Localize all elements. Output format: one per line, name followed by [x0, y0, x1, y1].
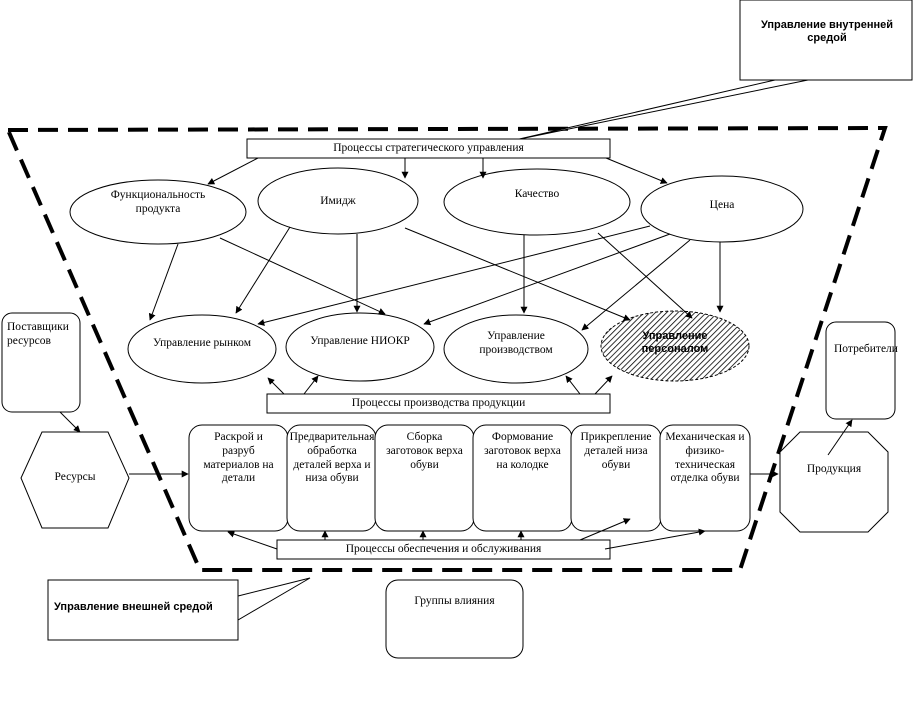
functionality-label: Функциональность продукта	[110, 189, 206, 215]
image-ellipse	[257, 167, 419, 235]
product-label: Продукция	[806, 463, 862, 476]
production-processes-bar	[266, 393, 611, 414]
personnel-management-label: Управление персоналом	[641, 329, 709, 355]
support-arrows	[227, 518, 706, 550]
market-management-label: Управление рынком	[153, 337, 251, 350]
internal-callout-pointer	[514, 79, 809, 141]
step-label-5: Прикрепление деталей низа обуви	[580, 431, 652, 471]
functionality-ellipse	[69, 179, 247, 245]
step-label-3: Сборка заготовок верха обуви	[386, 431, 463, 471]
support-processes-bar	[276, 539, 611, 560]
strategic-processes-label: Процессы стратегического управления	[333, 141, 524, 154]
image-label: Имидж	[320, 195, 356, 208]
strategic-processes-bar	[246, 138, 611, 159]
step-label-1: Раскрой и разруб материалов на детали	[203, 431, 274, 485]
rnd-management-ellipse	[285, 312, 435, 382]
consumers-box	[825, 321, 896, 420]
flow-arrows	[59, 411, 853, 478]
price-ellipse	[640, 175, 804, 243]
quality-ellipse	[443, 168, 631, 236]
step-label-2: Предварительная обработка деталей верха …	[289, 431, 375, 485]
resources-label: Ресурсы	[54, 471, 96, 484]
production-management-label: Управление производством	[479, 330, 553, 356]
strategic-arrows	[207, 157, 668, 185]
personnel-management-ellipse	[600, 310, 750, 382]
quality-label: Качество	[514, 188, 560, 201]
step-label-6: Механическая и физико-техническая отделк…	[665, 431, 745, 485]
resources-hexagon	[20, 431, 130, 529]
external-callout-pointer	[237, 577, 311, 621]
product-octagon	[779, 431, 889, 533]
external-callout-label: Управление внешней средой	[54, 601, 213, 614]
production-management-ellipse	[443, 314, 589, 384]
factor-arrows	[148, 225, 724, 331]
influence-groups-box	[385, 579, 524, 659]
production-arrows	[267, 375, 613, 395]
consumers-label: Потребители	[834, 343, 898, 355]
influence-groups-label: Группы влияния	[414, 595, 495, 608]
market-management-ellipse	[127, 314, 277, 384]
suppliers-box	[1, 312, 81, 413]
support-processes-label: Процессы обеспечения и обслуживания	[345, 542, 542, 555]
internal-callout-label: Управление внутренней средой	[760, 18, 894, 44]
internal-callout-box	[739, 0, 913, 81]
step-label-4: Формование заготовок верха на колодке	[484, 431, 561, 471]
internal-environment-boundary	[4, 125, 888, 572]
suppliers-label: Поставщики ресурсов	[7, 321, 69, 347]
production-processes-label: Процессы производства продукции	[351, 396, 526, 409]
price-label: Цена	[709, 199, 735, 212]
rnd-management-label: Управление НИОКР	[310, 335, 410, 348]
